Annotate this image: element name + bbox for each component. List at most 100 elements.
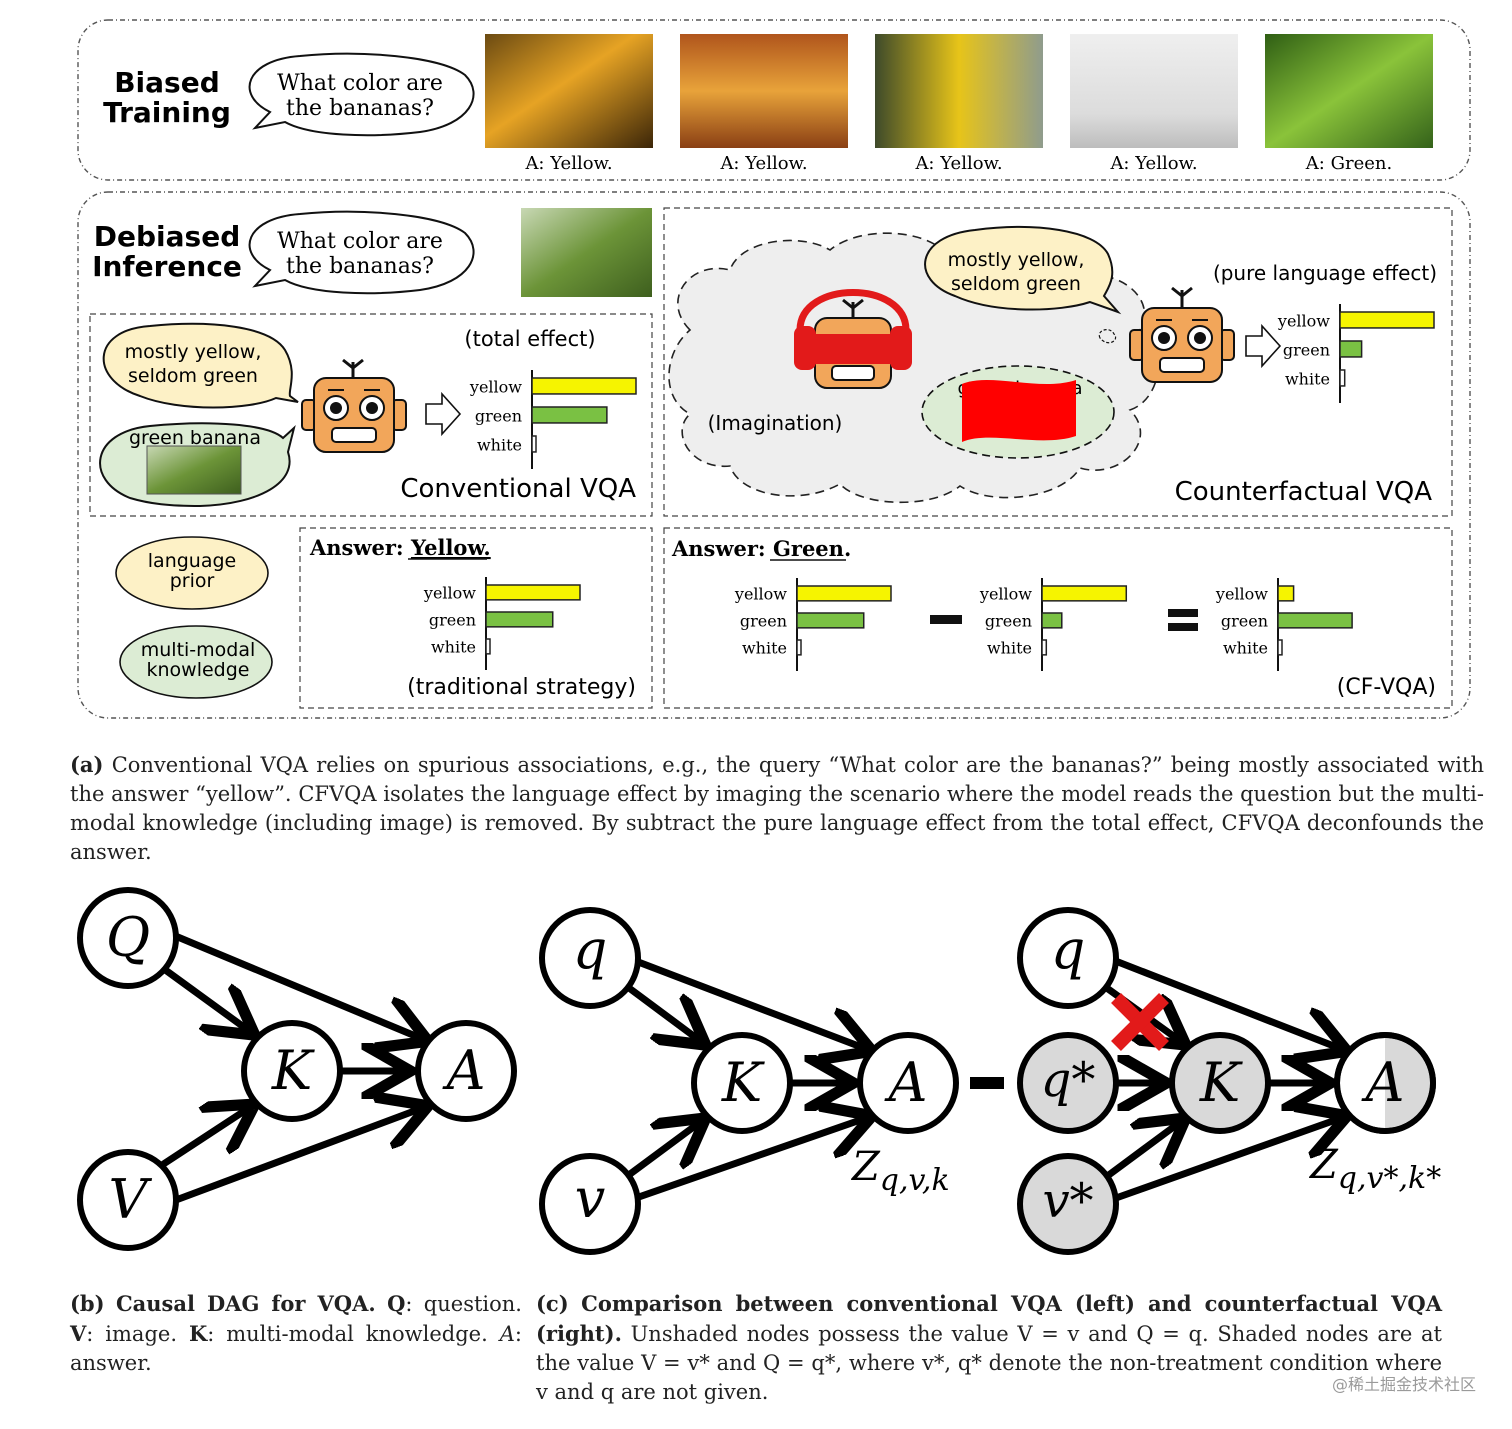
bar-label-white: white <box>477 436 522 455</box>
photo-caption-2: A: Yellow. <box>719 153 807 174</box>
robot-conventional <box>301 358 407 453</box>
caption-b-v-key: V <box>70 1321 87 1346</box>
thought-dots <box>1098 329 1117 344</box>
photo-caption-4: A: Yellow. <box>1109 153 1197 174</box>
caption-a-label: (a) <box>70 752 104 777</box>
caption-c: (c) Comparison between conventional VQA … <box>536 1289 1442 1407</box>
z-right: Zq,v*,k* <box>1308 1142 1441 1196</box>
bar-label-white: white <box>431 638 476 657</box>
node-Q <box>77 887 179 989</box>
bar-green <box>1277 612 1353 629</box>
conventional-vqa-box <box>89 313 653 517</box>
legend-knowledge <box>119 625 273 699</box>
node-K <box>241 1020 343 1122</box>
node-K-right-label: K <box>1199 1051 1243 1114</box>
bar-green <box>796 612 865 629</box>
imagination-label: (Imagination) <box>708 411 843 435</box>
bar-green <box>531 406 608 424</box>
answer-cf: Answer: Green. <box>671 536 851 561</box>
cf-knowledge-mask <box>962 380 1076 442</box>
bar-label-yellow: yellow <box>979 585 1032 604</box>
bar-label-green: green <box>475 407 522 426</box>
bar-white <box>796 639 802 656</box>
node-v-star <box>1017 1153 1119 1255</box>
debiased-inference-panel <box>77 191 1471 719</box>
banana-photo-3 <box>875 34 1043 148</box>
traditional-strategy-label: (traditional strategy) <box>407 675 636 700</box>
bar-white <box>1277 639 1283 656</box>
answer-traditional: Answer: Yellow. <box>309 535 491 560</box>
answer-traditional-value: Yellow. <box>410 535 491 560</box>
legend-language-prior-line2: prior <box>170 570 215 592</box>
cfvqa-label: (CF-VQA) <box>1337 675 1436 700</box>
caption-b-k-key: K <box>188 1321 208 1346</box>
watermark: @稀土掘金技术社区 <box>1331 1375 1476 1394</box>
biased-training-panel <box>77 19 1471 181</box>
banana-photo-5 <box>1265 34 1433 148</box>
bar-label-yellow: yellow <box>423 584 476 603</box>
biased-photos <box>485 34 1433 148</box>
cf-prior-bubble <box>924 226 1122 315</box>
green-banana-photo <box>521 208 652 297</box>
caption-b-q-text: : question. <box>405 1292 522 1316</box>
photo-caption-5: A: Green. <box>1305 153 1392 174</box>
dag-minus-sign <box>970 1077 1004 1089</box>
caption-b-a-key: A <box>499 1322 515 1346</box>
bar-green <box>1041 612 1063 629</box>
answer-cf-value: Green. <box>773 536 851 561</box>
photo-caption-1: A: Yellow. <box>524 153 612 174</box>
banana-photo-1 <box>485 34 653 148</box>
bar-label-white: white <box>1223 639 1268 658</box>
node-K-left-label: K <box>721 1051 765 1114</box>
banana-photo-2 <box>680 34 848 148</box>
bar-yellow <box>485 584 581 601</box>
cross-icon <box>1111 993 1169 1051</box>
node-A-right-label: A <box>1361 1051 1405 1114</box>
node-v <box>539 1153 641 1255</box>
caption-b-a-text: : answer. <box>70 1322 522 1375</box>
bar-yellow <box>1041 585 1128 602</box>
caption-c-label: (c) <box>536 1291 569 1316</box>
caption-c-text: Unshaded nodes possess the value V = v a… <box>536 1322 1442 1404</box>
biased-title-line1: Biased <box>114 66 220 99</box>
node-A-left <box>857 1032 959 1134</box>
bar-white <box>531 435 537 453</box>
debiased-question-bubble <box>248 210 475 295</box>
knowledge-photo <box>146 445 242 495</box>
node-A-left-label: A <box>884 1051 928 1114</box>
debiased-question-line1: What color are <box>277 229 443 254</box>
node-V <box>77 1149 179 1251</box>
prior-line2: seldom green <box>128 365 258 387</box>
counterfactual-vqa-box <box>663 207 1453 517</box>
caption-a: (a) Conventional VQA relies on spurious … <box>70 750 1484 867</box>
bar-green <box>1339 340 1363 358</box>
bar-label-white: white <box>987 639 1032 658</box>
banana-photo-4 <box>1070 34 1238 148</box>
z-right-sub: q,v*,k* <box>1338 1161 1441 1196</box>
legend-knowledge-line1: multi-modal <box>141 639 256 661</box>
total-effect-label: (total effect) <box>464 327 595 351</box>
node-q <box>539 907 641 1009</box>
bar-yellow <box>1277 585 1295 602</box>
legend-language-prior <box>115 536 269 610</box>
caption-b: (b) Causal DAG for VQA. Q: question. V: … <box>70 1289 522 1378</box>
node-K-label: K <box>271 1039 315 1102</box>
bar-label-green: green <box>429 611 476 630</box>
bar-label-yellow: yellow <box>1277 312 1330 331</box>
node-K-right <box>1169 1032 1271 1134</box>
bar-label-green: green <box>740 612 787 631</box>
node-A-label: A <box>442 1039 486 1102</box>
debiased-question-line2: the bananas? <box>286 254 434 279</box>
equals-sign-top <box>1168 609 1198 617</box>
dag-c-left: q K A v Zq,v,k <box>539 907 959 1255</box>
cf-prior-line2: seldom green <box>951 273 1081 295</box>
dag-c-right: q q* K A v* Zq,v*,k* <box>1017 907 1441 1255</box>
arrow-right-conventional <box>425 391 462 437</box>
node-A <box>415 1020 517 1122</box>
dag-figure: Q K A V q K A v Zq,v,k q q <box>77 887 1441 1255</box>
photo-caption-3: A: Yellow. <box>914 153 1002 174</box>
equals-sign-bottom <box>1168 623 1198 631</box>
node-q-right <box>1017 907 1119 1009</box>
